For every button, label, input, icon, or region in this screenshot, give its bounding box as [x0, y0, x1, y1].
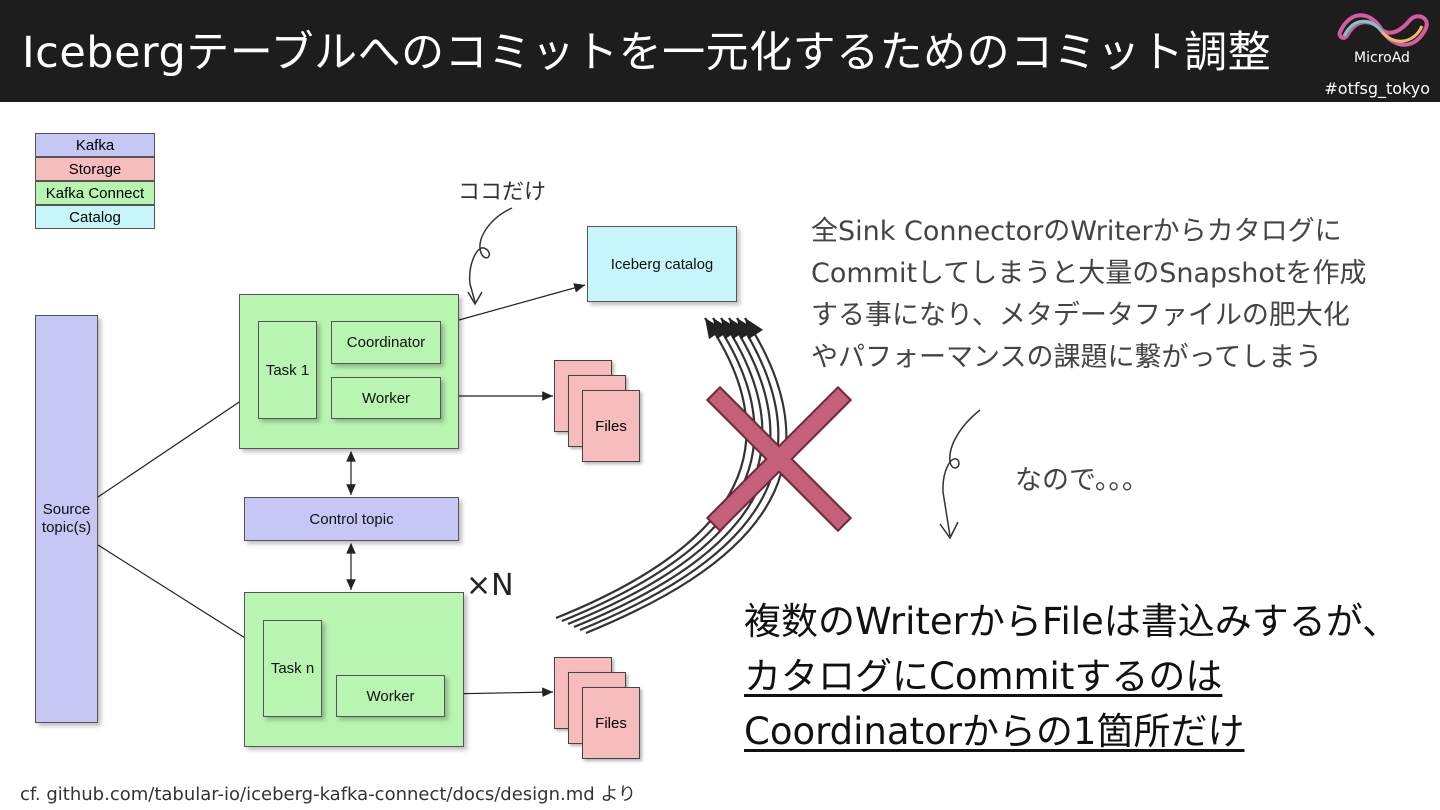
files-stack-1: Files — [582, 390, 640, 462]
slide-header: Icebergテーブルへのコミットを一元化するためのコミット調整 MicroAd… — [0, 0, 1440, 102]
taskn-box: Task n — [263, 620, 322, 717]
legend-catalog: Catalog — [35, 205, 155, 229]
arrow-source-task1 — [97, 389, 258, 498]
explanation-line: やパフォーマンスの課題に繋がってしまう — [811, 342, 1323, 373]
task1-box: Task 1 — [258, 321, 317, 419]
annotation-times-n: ×N — [466, 568, 514, 603]
slide-title: Icebergテーブルへのコミットを一元化するためのコミット調整 — [22, 28, 1272, 78]
annotation-here: ココだけ — [458, 180, 547, 205]
conclusion-line-1: 複数のWriterからFileは書込みするが、 — [744, 600, 1400, 643]
microad-logo: MicroAd — [1337, 13, 1429, 66]
hashtag: #otfsg_tokyo — [1324, 79, 1430, 98]
source-topic-box: Source topic(s) — [35, 315, 98, 723]
coordinator-box: Coordinator — [331, 321, 441, 364]
arrow-coordinator-catalog — [440, 283, 586, 326]
conclusion-line-2: カタログにCommitするのは — [744, 655, 1223, 698]
explanation-text: 全Sink ConnectorのWriterからカタログに Commitしてしま… — [811, 211, 1366, 379]
source-topic-label: Source topic(s) — [41, 501, 92, 536]
logo-text: MicroAd — [1354, 50, 1410, 66]
arrow-source-taskn — [97, 544, 262, 649]
iceberg-catalog-box: Iceberg catalog — [587, 226, 737, 302]
files-stack-2: Files — [582, 687, 640, 759]
handdrawn-pointer-so — [942, 409, 981, 537]
footer-reference: cf. github.com/tabular-io/iceberg-kafka-… — [20, 784, 637, 805]
cross-mark — [705, 385, 853, 533]
legend-kafka-connect: Kafka Connect — [35, 181, 155, 205]
legend-kafka: Kafka — [35, 133, 155, 157]
worker1-box: Worker — [331, 377, 441, 419]
handdrawn-pointer-here — [468, 207, 513, 303]
explanation-line: 全Sink ConnectorのWriterからカタログに — [811, 216, 1342, 247]
so-text: なので。。。 — [1015, 465, 1149, 496]
explanation-line: する事になり、メタデータファイルの肥大化 — [811, 300, 1350, 331]
conclusion-line-3: Coordinatorからの1箇所だけ — [744, 710, 1245, 753]
worker2-box: Worker — [336, 675, 445, 717]
legend-storage: Storage — [35, 157, 155, 181]
explanation-line: Commitしてしまうと大量のSnapshotを作成 — [811, 258, 1367, 289]
control-topic-box: Control topic — [244, 497, 459, 541]
